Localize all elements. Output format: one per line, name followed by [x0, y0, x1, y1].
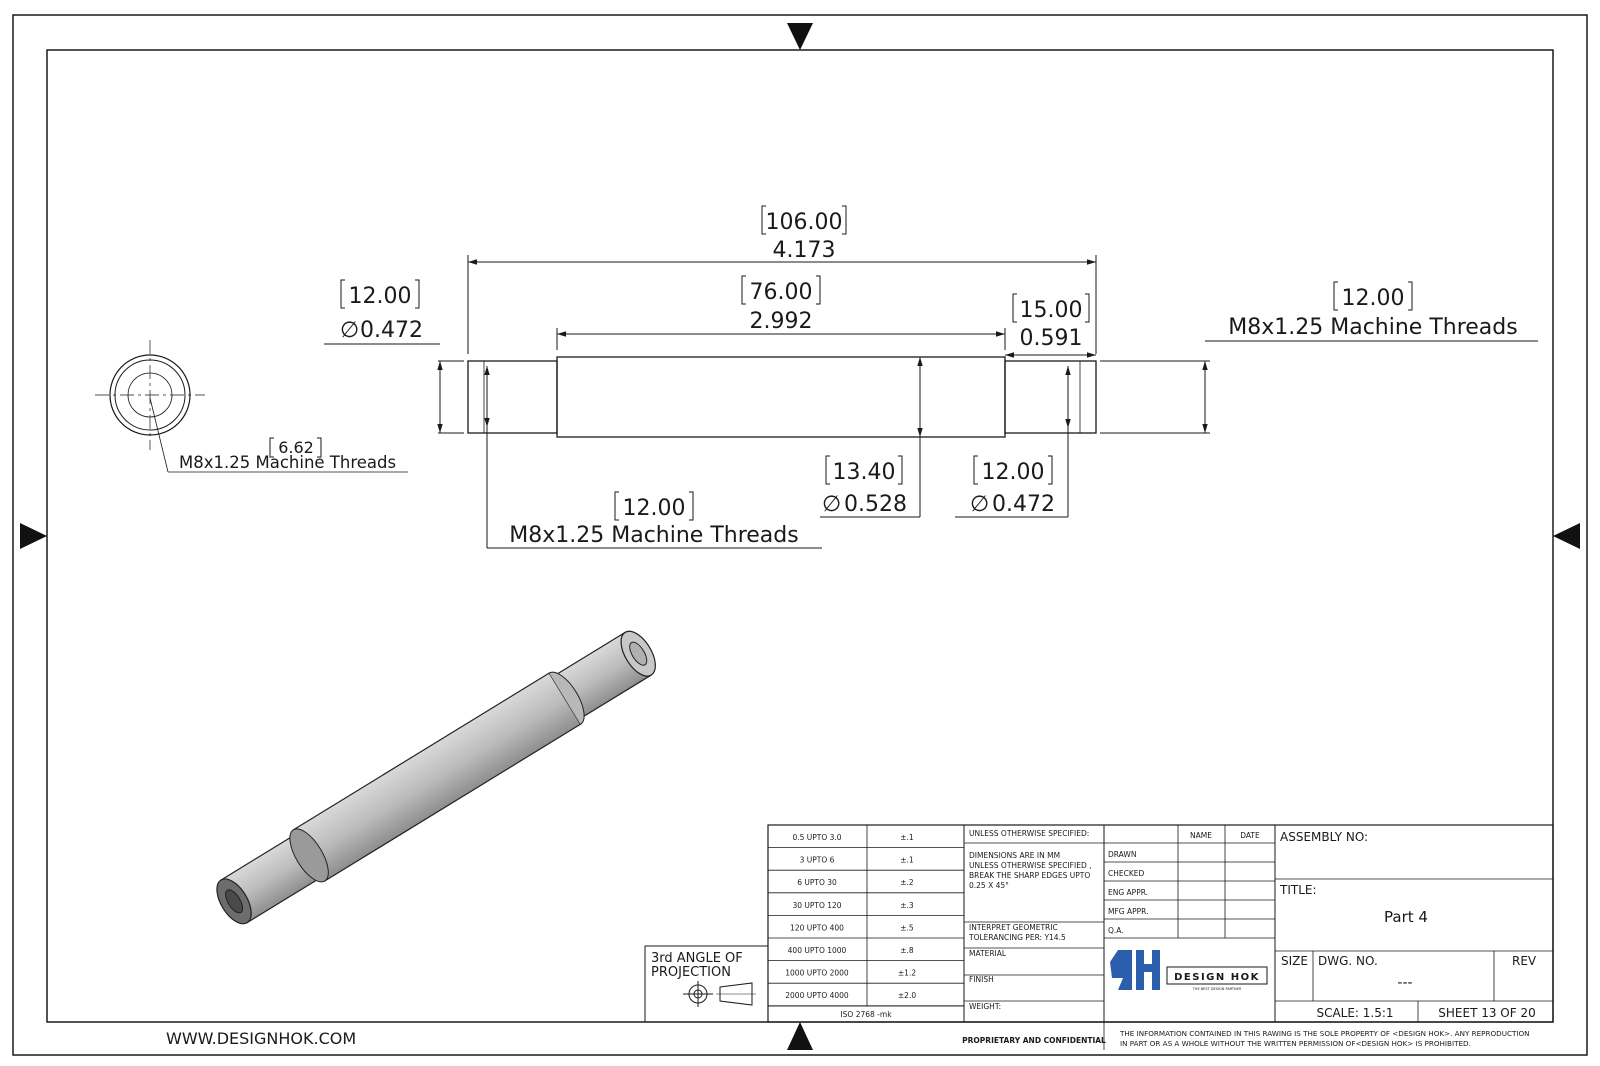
notes-dims-2: UNLESS OTHERWISE SPECIFIED ,	[969, 861, 1091, 870]
notes-weight: WEIGHT:	[969, 1002, 1001, 1011]
center-mark-left	[20, 523, 47, 549]
projection-line1: 3rd ANGLE OF	[651, 951, 743, 966]
disclaimer-line1: THE INFORMATION CONTAINED IN THIS RAWING…	[1119, 1029, 1530, 1038]
tolerance-value: ±.1	[900, 833, 914, 842]
scale-text: SCALE: 1.5:1	[1316, 1006, 1393, 1020]
left-dia-symbol: ∅	[340, 318, 359, 343]
tolerance-value: ±.3	[900, 901, 914, 910]
dim-middle	[556, 275, 1006, 350]
tolerance-value: ±.8	[900, 946, 914, 955]
tolerance-value: ±.2	[900, 878, 914, 887]
right-step-imperial: 0.591	[1020, 326, 1083, 351]
right-step-metric: 15.00	[1020, 298, 1083, 323]
side-view-shaft	[467, 356, 1097, 438]
rev-label: REV	[1512, 954, 1537, 968]
general-notes	[964, 842, 1104, 1002]
size-label: SIZE	[1281, 954, 1308, 968]
tolerance-value: ±.5	[900, 923, 914, 932]
approval-row-label: CHECKED	[1108, 869, 1145, 878]
dim-thread-bottom	[484, 366, 822, 549]
sheet-text: SHEET 13 OF 20	[1438, 1006, 1535, 1020]
assembly-label: ASSEMBLY NO:	[1280, 830, 1368, 844]
end-view-callout: 6.62 M8x1.25 Machine Threads	[179, 437, 396, 472]
tolerance-value: ±2.0	[898, 991, 916, 1000]
notes-dims-4: 0.25 X 45°	[969, 881, 1009, 890]
end-view-metric: 6.62	[278, 438, 314, 457]
projection-box: 3rd ANGLE OF PROJECTION	[644, 945, 769, 1023]
approvals-name-header: NAME	[1190, 831, 1212, 840]
notes-unless: UNLESS OTHERWISE SPECIFIED:	[969, 829, 1089, 838]
tolerance-range: 400 UPTO 1000	[788, 946, 847, 955]
dim-mid-dia	[820, 357, 923, 518]
tolerance-range: 3 UPTO 6	[800, 856, 835, 865]
left-dia-imperial: 0.472	[360, 318, 423, 343]
dim-left-dia	[324, 279, 464, 434]
dim-thread-right	[1100, 281, 1538, 434]
right-dia-symbol: ∅	[970, 492, 989, 517]
iso-standard: ISO 2768 -mk	[840, 1010, 892, 1019]
mid-dia-imperial: 0.528	[844, 492, 907, 517]
website-text: WWW.DESIGNHOK.COM	[166, 1029, 356, 1048]
middle-metric: 76.00	[750, 280, 813, 305]
projection-symbol-icon	[683, 981, 756, 1007]
thread-bottom-metric: 12.00	[623, 496, 686, 521]
right-dia-imperial: 0.472	[992, 492, 1055, 517]
mid-dia-symbol: ∅	[822, 492, 841, 517]
logo-text: DESIGN HOK	[1174, 972, 1260, 983]
isometric-view	[216, 630, 656, 925]
dwg-number: ---	[1397, 975, 1412, 991]
notes-gdt-1: INTERPRET GEOMETRIC	[969, 923, 1058, 932]
center-mark-top	[787, 23, 813, 50]
notes-gdt-2: TOLERANCING PER: Y14.5	[968, 933, 1066, 942]
approval-row-label: Q.A.	[1108, 926, 1124, 935]
title-right-lines	[1275, 878, 1553, 1022]
notes-dims-1: DIMENSIONS ARE IN MM	[969, 851, 1060, 860]
tolerance-range: 6 UPTO 30	[797, 878, 837, 887]
approvals-rows: DRAWN CHECKED ENG APPR. MFG APPR. Q.A.	[1108, 850, 1149, 935]
dwg-label: DWG. NO.	[1318, 954, 1378, 968]
drawing-title: Part 4	[1384, 908, 1428, 926]
tolerance-table: 0.5 UPTO 3.0 ±.1 3 UPTO 6 ±.1 6 UPTO 30 ±.2 30…	[768, 833, 964, 1007]
end-view-note: M8x1.25 Machine Threads	[179, 453, 396, 472]
title-block	[767, 824, 1554, 1023]
thread-right-note: M8x1.25 Machine Threads	[1228, 315, 1517, 340]
approvals-date-header: DATE	[1240, 831, 1260, 840]
dim-overall	[467, 205, 1097, 354]
dim-right-dia	[955, 366, 1071, 518]
middle-imperial: 2.992	[750, 309, 813, 334]
outer-border	[12, 14, 1588, 1056]
tolerance-value: ±.1	[900, 856, 914, 865]
approval-row-label: DRAWN	[1108, 850, 1136, 859]
overall-imperial: 4.173	[773, 238, 836, 263]
proprietary-text: PROPRIETARY AND CONFIDENTIAL	[962, 1036, 1106, 1045]
tolerance-range: 0.5 UPTO 3.0	[792, 833, 841, 842]
logo-tagline: THE BEST DESIGN PARTNER	[1192, 987, 1242, 991]
tolerance-range: 2000 UPTO 4000	[785, 991, 849, 1000]
approval-row-label: MFG APPR.	[1108, 907, 1149, 916]
left-dia-metric: 12.00	[349, 284, 412, 309]
notes-finish: FINISH	[969, 975, 994, 984]
disclaimer-line2: IN PART OR AS A WHOLE WITHOUT THE WRITTE…	[1120, 1039, 1471, 1048]
dim-right-step	[1005, 293, 1096, 358]
projection-line2: PROJECTION	[651, 965, 731, 980]
center-mark-bottom	[787, 1022, 813, 1050]
title-label: TITLE:	[1279, 883, 1317, 897]
tolerance-range: 120 UPTO 400	[790, 923, 844, 932]
tolerance-value: ±1.2	[898, 969, 916, 978]
thread-bottom-note: M8x1.25 Machine Threads	[509, 523, 798, 548]
end-view	[95, 340, 408, 473]
notes-material: MATERIAL	[969, 949, 1007, 958]
approval-row-label: ENG APPR.	[1108, 888, 1148, 897]
mid-dia-metric: 13.40	[833, 460, 896, 485]
tolerance-range: 1000 UPTO 2000	[785, 969, 849, 978]
approvals-table	[1104, 842, 1275, 939]
design-hok-logo: DESIGN HOK THE BEST DESIGN PARTNER	[1110, 950, 1268, 991]
center-mark-right	[1553, 523, 1580, 549]
right-dia-metric: 12.00	[982, 460, 1045, 485]
thread-right-metric: 12.00	[1342, 286, 1405, 311]
overall-metric: 106.00	[766, 210, 843, 235]
tolerance-range: 30 UPTO 120	[792, 901, 841, 910]
notes-dims-3: BREAK THE SHARP EDGES UPTO	[969, 871, 1090, 880]
